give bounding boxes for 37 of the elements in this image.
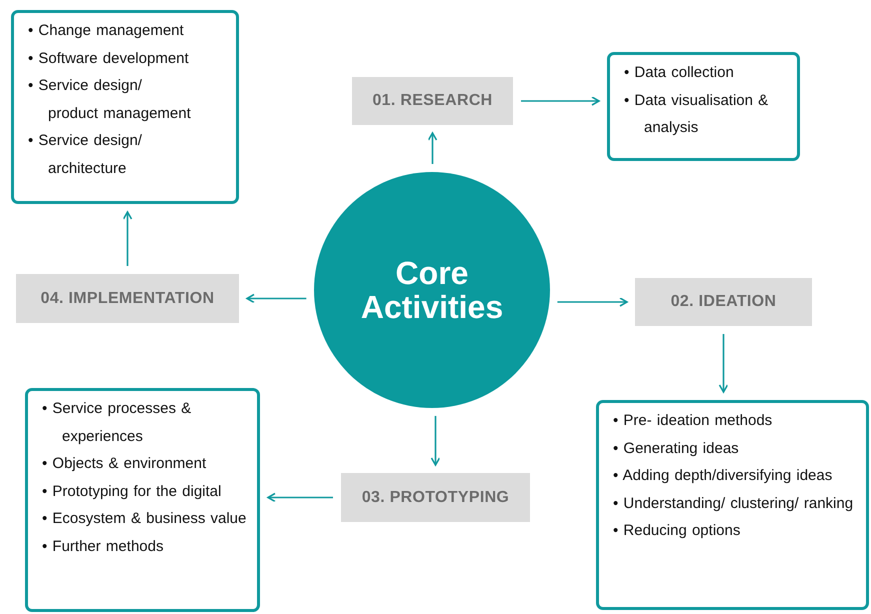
stage-label: 03. PROTOTYPING <box>362 488 510 506</box>
list-item: • Pre- ideation methods <box>613 411 774 431</box>
arrow <box>430 416 440 466</box>
stage-label: 04. IMPLEMENTATION <box>40 290 214 308</box>
stage-label: 02. IDEATION <box>670 293 776 311</box>
stage-label: 01. RESEARCH <box>372 92 493 110</box>
list-item: • Generating ideas <box>613 438 740 458</box>
arrow <box>718 334 728 393</box>
list-item: • Service processes & experiences <box>42 399 192 446</box>
list-item: • Objects & environment <box>42 454 208 474</box>
list-item: • Reducing options <box>613 521 742 541</box>
bullet-list-box <box>11 10 239 204</box>
stage-label-box <box>341 473 530 522</box>
arrow <box>122 211 132 266</box>
list-item: • Service design/ product management <box>28 76 192 124</box>
arrow <box>521 96 600 106</box>
arrow <box>246 294 306 304</box>
list-item: • Data visualisation & analysis <box>624 90 770 138</box>
list-item: • Adding depth/diversifying ideas <box>613 466 834 486</box>
list-item: • Further methods <box>42 536 164 556</box>
list-item: • Software development <box>28 48 190 68</box>
bullet-list-box <box>596 400 869 610</box>
circle-title: Core Activities <box>360 256 504 324</box>
bullet-list-box <box>607 52 800 161</box>
arrow <box>557 297 628 307</box>
stage-label-box <box>635 278 812 326</box>
list-item: • Ecosystem & business value <box>42 509 248 529</box>
list-item: • Prototyping for the digital <box>42 482 222 502</box>
list-item: • Service design/ architecture <box>28 131 143 178</box>
list-item: • Understanding/ clustering/ ranking <box>613 494 854 514</box>
list-item: • Change management <box>28 21 185 41</box>
arrow <box>428 132 438 164</box>
list-item: • Data collection <box>624 63 735 83</box>
bullet-list-box <box>25 388 260 612</box>
stage-label-box <box>352 77 513 125</box>
arrow <box>267 492 333 502</box>
stage-label-box <box>16 274 239 323</box>
